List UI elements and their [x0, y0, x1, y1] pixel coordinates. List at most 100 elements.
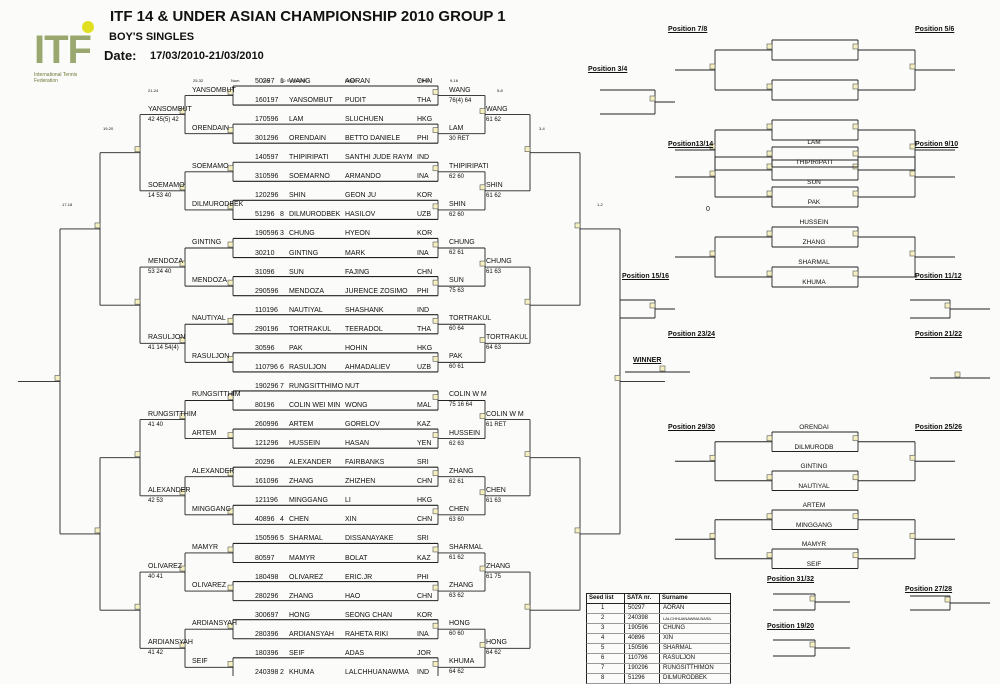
draw-surname: ZHANG — [289, 592, 314, 600]
seed-no: 1 — [587, 604, 625, 613]
draw-num: 290196 — [255, 325, 279, 333]
right-r3-winner: TORTRAKUL — [486, 334, 529, 342]
right-r3-winner: COLIN W M — [486, 410, 524, 418]
seed-sata: 40896 — [625, 634, 660, 643]
right-r2-score: 61 62 — [449, 554, 465, 561]
draw-prov: UZB — [417, 211, 431, 219]
position-7-8-label: Position 7/8 — [668, 26, 708, 33]
draw-name: HYEON — [345, 230, 370, 238]
draw-num: 120296 — [255, 192, 279, 200]
draw-prov: KOR — [417, 611, 433, 619]
right-r2-winner: ZHANG — [449, 467, 474, 475]
seed-sata: 110796 — [625, 654, 660, 663]
draw-seed: 2 — [280, 668, 284, 676]
position-31-32-label: Position 31/32 — [767, 576, 815, 583]
right-r2-winner: CHUNG — [449, 239, 475, 246]
seed-no: 2 — [587, 614, 625, 623]
draw-name: MARK — [345, 249, 366, 257]
right-r2-winner: WANG — [449, 86, 471, 94]
col-header-dob: Dob — [262, 78, 270, 83]
draw-num: 80597 — [255, 554, 275, 562]
right-r3-score: 64 62 — [486, 650, 502, 657]
seed-no: 4 — [587, 634, 625, 643]
draw-surname: HONG — [289, 611, 310, 619]
position-bracket-player: ORENDAI — [799, 424, 829, 431]
draw-seed: 7 — [280, 382, 284, 390]
right-r2-score: 62 60 — [449, 211, 465, 218]
position-3-4-label: Position 3/4 — [588, 66, 628, 73]
right-r2-winner: THIPIRIPATI — [449, 162, 489, 170]
draw-name: PUDIT — [345, 97, 366, 105]
draw-surname: ARDIANSYAH — [289, 630, 334, 638]
right-r2-score: 76(4) 64 — [449, 97, 472, 104]
position-score-note: 0 — [706, 206, 710, 213]
draw-prov: PHI — [417, 287, 429, 295]
seed-sata: 50297 — [625, 604, 660, 613]
draw-prov: MAL — [417, 402, 432, 410]
seed-surname: DILMURODBEK — [663, 675, 708, 681]
draw-name: ARMANDO — [345, 173, 381, 181]
draw-prov: INA — [417, 249, 429, 257]
right-r2-winner: HUSSEIN — [449, 429, 481, 437]
right-r2-score: 60 61 — [449, 364, 465, 371]
draw-surname: ORENDAIN — [289, 135, 326, 143]
seed-surname: AORAN — [663, 605, 685, 611]
draw-prov: CHN — [417, 516, 433, 524]
right-r2-score: 62 61 — [449, 478, 465, 485]
draw-seed: 3 — [280, 230, 284, 238]
draw-num: 260996 — [255, 421, 279, 429]
col-header-17-18: 17-18 — [62, 202, 73, 207]
draw-num: 300697 — [255, 611, 279, 619]
draw-num: 280396 — [255, 630, 279, 638]
right-r3-winner: WANG — [486, 105, 508, 113]
col-header-19-20: 19-20 — [103, 126, 114, 131]
left-r2-score: 42 45(5) 42 — [148, 116, 179, 123]
draw-surname: TORTRAKUL — [289, 325, 332, 333]
position-19-20-label: Position 19/20 — [767, 623, 815, 630]
draw-name: HASILOV — [345, 211, 376, 219]
draw-prov: IND — [417, 668, 430, 676]
left-r1-winner: ARTEM — [192, 429, 217, 437]
right-r2-score: 64 62 — [449, 669, 465, 676]
position-bracket-player: PAK — [807, 199, 821, 206]
left-r2-winner: RASULJON — [148, 334, 186, 342]
seed-surname: LALCHHUANAWMA BASIL — [663, 616, 712, 621]
draw-name: LI — [345, 497, 351, 505]
draw-seed: 5 — [280, 535, 284, 543]
left-r2-score: 40 41 — [148, 574, 164, 581]
tennis-ball-icon — [82, 21, 94, 33]
draw-num: 50297 — [255, 78, 275, 85]
draw-name: HAO — [345, 592, 361, 600]
seed-header-surname: Surname — [662, 595, 688, 601]
right-r2-score: 30 RET — [449, 135, 470, 142]
seed-surname: SHARMAL — [663, 645, 693, 651]
position-29-30-label: Position 29/30 — [668, 424, 716, 431]
draw-prov: INA — [417, 630, 429, 638]
col-header-25-32: 25-32 — [193, 78, 204, 83]
draw-num: 180498 — [255, 573, 279, 581]
right-r2-winner: SUN — [449, 277, 464, 285]
seed-surname: XIN — [663, 635, 674, 641]
draw-surname: PAK — [289, 344, 303, 352]
draw-num: 110796 — [255, 363, 278, 371]
seed-no: 7 — [587, 664, 625, 673]
draw-prov: HKG — [417, 497, 433, 505]
position-bracket-player: DILMURODB — [794, 443, 834, 451]
draw-num: 310596 — [255, 173, 279, 181]
seed-no: 8 — [587, 674, 625, 683]
left-r1-winner: GINTING — [192, 239, 222, 246]
